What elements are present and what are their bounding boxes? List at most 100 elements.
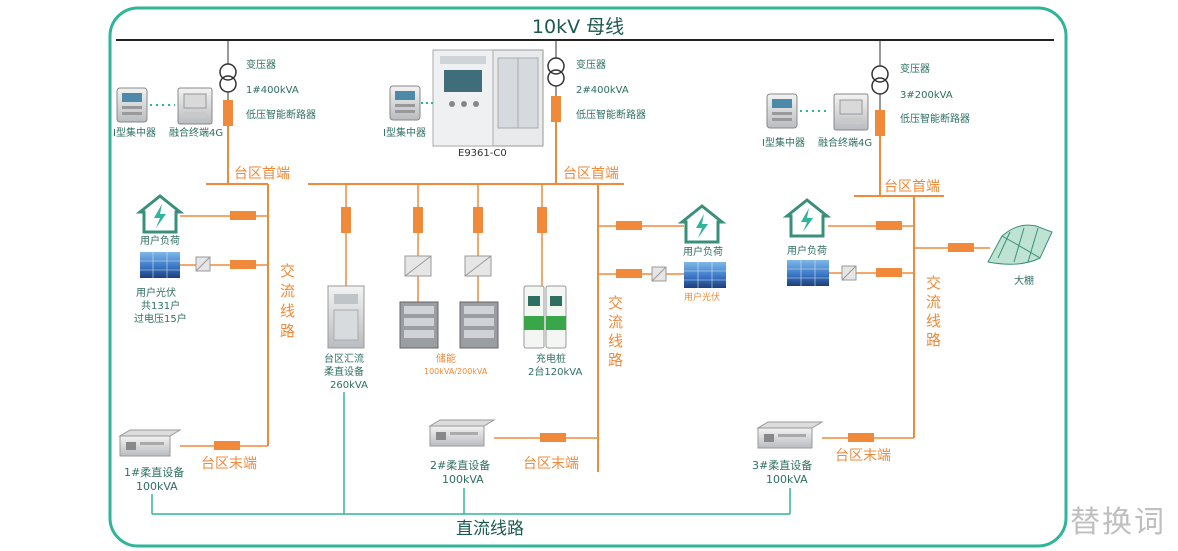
control-cabinet-icon — [432, 49, 544, 147]
ac-line-char: 交 — [608, 294, 623, 312]
flex-dc-device-icon — [756, 421, 824, 449]
transformer-icon — [871, 65, 889, 95]
convergence-capacity: 260kVA — [330, 380, 368, 391]
ac-line-char: 流 — [926, 293, 941, 311]
transformer-label: 变压器 — [246, 58, 276, 71]
convergence-label: 柔直设备 — [324, 365, 364, 378]
concentrator-meter-icon — [116, 87, 148, 123]
transformer-capacity: 2#400kVA — [576, 85, 629, 96]
zone-tail-label: 台区末端 — [523, 456, 579, 472]
zone-head-label: 台区首端 — [884, 179, 940, 195]
ac-line-char: 交 — [280, 262, 295, 280]
solar-panel-icon — [787, 260, 829, 286]
user-load-label: 用户负荷 — [683, 245, 723, 258]
transformer-label: 变压器 — [900, 62, 930, 75]
fusion-terminal-label: 融合终端4G — [169, 126, 223, 139]
transformer-icon — [219, 63, 237, 93]
zone-1: 变压器 1#400kVA 低压智能断路器 I型集中器 融合终端4G 台区首端 交… — [113, 40, 316, 493]
breaker-icon — [473, 207, 483, 233]
flex-device-label: 2#柔直设备 — [430, 458, 490, 472]
convergence-cabinet-icon — [327, 285, 365, 349]
breaker-icon — [230, 211, 256, 220]
concentrator-label: I型集中器 — [383, 126, 426, 139]
pv-label: 用户光伏 — [684, 291, 720, 303]
flex-device-capacity: 100kVA — [136, 480, 178, 493]
watermark-text: 替换词 — [1070, 505, 1166, 540]
solar-panel-icon — [684, 262, 726, 288]
house-icon — [135, 194, 185, 234]
ac-line-char: 线 — [926, 312, 941, 330]
transformer-label: 变压器 — [576, 58, 606, 71]
breaker-icon — [214, 441, 240, 450]
flex-device-label: 3#柔直设备 — [752, 458, 812, 472]
breaker-icon — [875, 110, 885, 136]
breaker-icon — [876, 268, 902, 277]
fusion-terminal-label: 融合终端4G — [818, 136, 872, 149]
fusion-terminal-icon — [177, 87, 213, 125]
breaker-icon — [223, 100, 233, 126]
user-load-label: 用户负荷 — [140, 234, 180, 247]
ac-line-char: 线 — [608, 332, 623, 350]
concentrator-label: I型集中器 — [762, 136, 805, 149]
flex-device-capacity: 100kVA — [766, 473, 808, 486]
solar-panel-icon — [140, 252, 180, 278]
breaker-icon — [537, 207, 547, 233]
storage-capacity: 100kVA/200kVA — [424, 367, 488, 376]
flex-device-capacity: 100kVA — [442, 473, 484, 486]
bus-title: 10kV 母线 — [532, 16, 624, 38]
energy-storage-cabinet-icon — [399, 301, 439, 349]
ac-line-char: 路 — [608, 351, 623, 369]
breaker-icon — [413, 207, 423, 233]
cabinet-model-label: E9361-C0 — [458, 148, 507, 159]
convergence-label: 台区汇流 — [324, 352, 364, 365]
greenhouse-label: 大棚 — [1014, 274, 1034, 287]
storage-label: 储能 — [436, 352, 456, 365]
breaker-icon — [948, 243, 974, 252]
flex-dc-device-icon — [428, 419, 496, 447]
breaker-label: 低压智能断路器 — [900, 112, 970, 125]
ac-line-char: 路 — [926, 331, 941, 349]
ac-line-char: 路 — [280, 322, 295, 340]
house-icon — [782, 198, 832, 238]
zone-2: 变压器 2#400kVA 低压智能断路器 E9361-C0 I型集中器 台区首端 — [308, 40, 727, 514]
charging-pile-icon — [523, 285, 567, 349]
zone-head-label: 台区首端 — [563, 166, 619, 182]
fusion-terminal-icon — [833, 93, 869, 131]
breaker-icon — [551, 96, 561, 122]
diagram-frame — [108, 6, 1068, 548]
breaker-icon — [230, 260, 256, 269]
transformer-capacity: 3#200kVA — [900, 90, 953, 101]
zone-tail-label: 台区末端 — [835, 448, 891, 464]
zone-3: 变压器 3#200kVA 低压智能断路器 I型集中器 融合终端4G 台区首端 交… — [752, 40, 1053, 486]
ac-line-char: 线 — [280, 302, 295, 320]
breaker-icon — [616, 269, 642, 278]
breaker-label: 低压智能断路器 — [246, 108, 316, 121]
breaker-icon — [341, 207, 351, 233]
concentrator-label: I型集中器 — [113, 126, 156, 139]
dc-line-label: 直流线路 — [456, 519, 524, 539]
dc-line: 直流线路 — [151, 488, 791, 539]
ac-line-char: 流 — [608, 313, 623, 331]
breaker-icon — [876, 221, 902, 230]
zone-head-label: 台区首端 — [234, 166, 290, 182]
pv-label: 用户光伏 — [136, 286, 176, 299]
concentrator-meter-icon — [389, 85, 421, 121]
concentrator-meter-icon — [766, 93, 798, 129]
flex-dc-device-icon — [118, 429, 182, 457]
breaker-label: 低压智能断路器 — [576, 108, 646, 121]
charger-capacity: 2台120kVA — [528, 365, 582, 378]
charger-label: 充电桩 — [536, 352, 566, 365]
breaker-icon — [848, 433, 874, 442]
greenhouse-icon — [987, 224, 1053, 265]
transformer-capacity: 1#400kVA — [246, 85, 299, 96]
transformer-icon — [547, 57, 565, 87]
ac-line-char: 交 — [926, 274, 941, 292]
user-load-label: 用户负荷 — [787, 244, 827, 257]
ac-line-char: 流 — [280, 282, 295, 300]
energy-storage-cabinet-icon — [459, 301, 499, 349]
house-icon — [677, 204, 727, 244]
breaker-icon — [616, 221, 642, 230]
pv-overvoltage: 过电压15户 — [134, 312, 187, 325]
breaker-icon — [540, 433, 566, 442]
